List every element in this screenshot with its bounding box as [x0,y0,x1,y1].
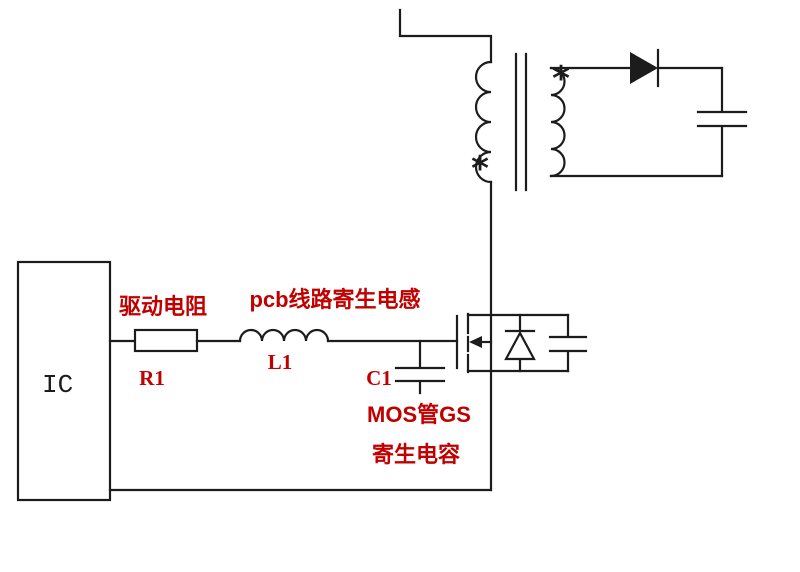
capacitor-c1 [394,339,446,395]
label-mos-gs-capacitance-line2: 寄生电容 [372,442,460,467]
label-pcb-parasitic-inductance: pcb线路寄生电感 [249,287,420,312]
wire-input-to-primary [398,8,493,64]
mosfet-body-diode [504,313,536,373]
ic-block [16,260,112,502]
transformer-core [514,52,528,192]
mosfet-arrow-icon [469,336,482,348]
ic-label: IC [42,370,73,400]
body-diode-triangle-icon [504,330,536,361]
transformer: * * [398,8,570,192]
label-drive-resistor: 驱动电阻 [119,294,207,319]
label-l1: L1 [268,350,293,374]
label-r1: R1 [139,366,165,390]
mosfet-parallel-capacitor [548,313,588,373]
resistor-r1 [133,328,199,353]
transformer-primary-winding [474,60,493,184]
output-diode-triangle-icon [630,52,658,84]
label-mos-gs-capacitance-line1: MOS管GS [367,402,471,427]
label-c1: C1 [366,366,392,390]
transformer-secondary-winding [549,66,566,178]
inductor-l1 [238,328,330,343]
polarity-dot-primary: * [471,149,489,189]
output-capacitor [696,66,748,178]
output-diode [630,48,660,88]
polarity-dot-secondary: * [552,59,570,99]
mosfet [455,312,493,374]
